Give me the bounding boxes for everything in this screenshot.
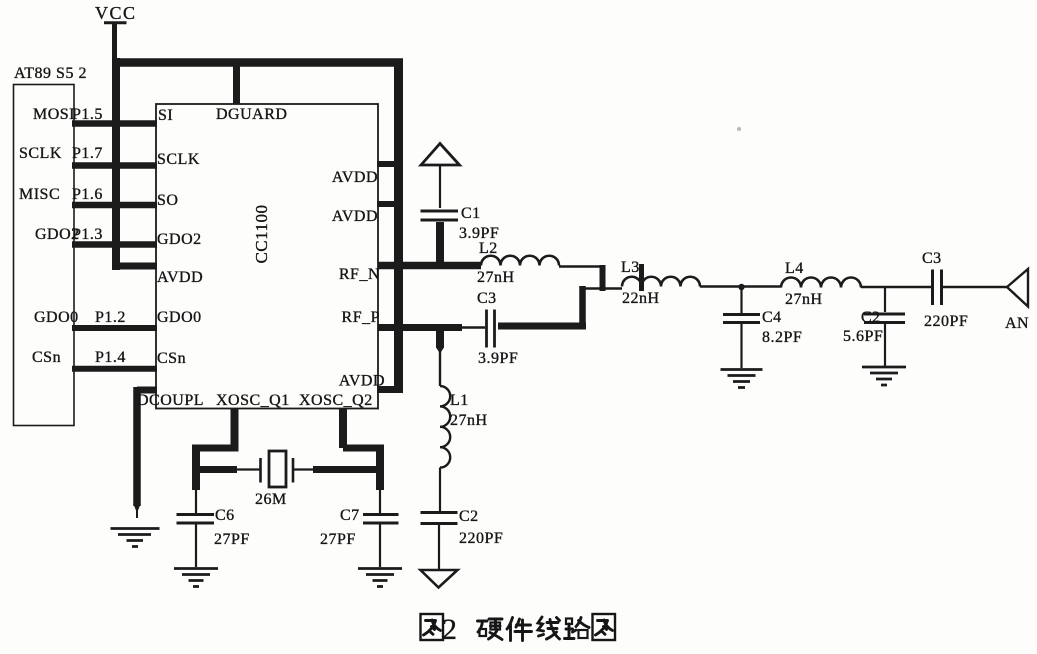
svg-text:C3: C3 [922,250,942,267]
svg-text:SI: SI [158,107,173,124]
svg-text:RF_N: RF_N [339,266,380,283]
svg-text:P1.7: P1.7 [72,145,103,162]
svg-text:VCC: VCC [95,3,137,23]
svg-text:8.2PF: 8.2PF [762,329,802,346]
svg-text:AVDD: AVDD [332,208,378,225]
svg-text:5.6PF: 5.6PF [843,328,883,345]
svg-text:L2: L2 [479,240,498,257]
svg-text:C7: C7 [340,507,360,524]
svg-text:P1.6: P1.6 [72,186,103,203]
svg-text:220PF: 220PF [459,530,503,547]
svg-text:XOSC_Q1: XOSC_Q1 [216,392,290,409]
svg-text:3.9PF: 3.9PF [478,350,518,367]
svg-text:DGUARD: DGUARD [216,106,287,123]
svg-text:C2: C2 [861,309,881,326]
svg-text:CSn: CSn [157,350,186,367]
svg-text:27nH: 27nH [785,291,823,308]
svg-text:AVDD: AVDD [157,269,203,286]
svg-text:P1.4: P1.4 [95,349,126,366]
svg-text:CSn: CSn [32,349,61,366]
svg-text:L4: L4 [785,260,804,277]
svg-text:P1.5: P1.5 [72,106,103,123]
svg-text:C2: C2 [459,508,479,525]
svg-text:GDO0: GDO0 [157,309,202,326]
svg-text:27PF: 27PF [214,531,250,548]
svg-text:P1.2: P1.2 [95,309,126,326]
svg-text:2: 2 [442,613,457,646]
svg-text:22nH: 22nH [622,290,660,307]
svg-text:AN: AN [1005,315,1029,332]
svg-text:AVDD: AVDD [332,169,378,186]
svg-text:AVDD: AVDD [339,373,385,390]
svg-text:AT89 S5 2: AT89 S5 2 [14,65,87,82]
svg-text:27nH: 27nH [477,269,515,286]
svg-text:SCLK: SCLK [19,145,62,162]
svg-text:220PF: 220PF [924,313,968,330]
svg-text:26M: 26M [255,491,287,508]
svg-text:GDO2: GDO2 [157,231,202,248]
svg-text:3.9PF: 3.9PF [459,225,499,242]
svg-text:L1: L1 [450,392,469,409]
svg-text:27PF: 27PF [320,531,356,548]
svg-text:DCOUPL: DCOUPL [137,392,204,409]
svg-text:CC1100: CC1100 [252,204,271,263]
svg-text:GDO2: GDO2 [35,226,80,243]
svg-text:MOSI: MOSI [33,106,75,123]
svg-text:P1.3: P1.3 [72,226,103,243]
svg-text:27nH: 27nH [450,412,488,429]
svg-text:MISC: MISC [19,186,60,203]
svg-text:SO: SO [157,192,178,209]
svg-text:L3: L3 [621,259,640,276]
svg-text:C1: C1 [461,205,481,222]
svg-text:C6: C6 [215,507,235,524]
svg-text:XOSC_Q2: XOSC_Q2 [299,392,373,409]
svg-text:SCLK: SCLK [157,151,200,168]
svg-text:RF_P: RF_P [342,309,380,326]
svg-text:GDO0: GDO0 [34,309,79,326]
svg-text:C4: C4 [762,309,782,326]
svg-text:C3: C3 [477,290,497,307]
